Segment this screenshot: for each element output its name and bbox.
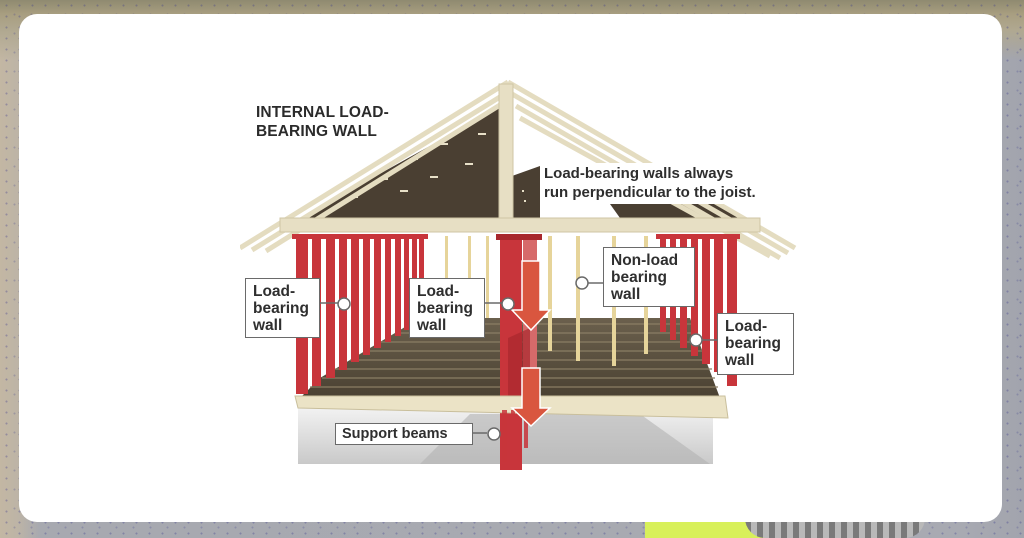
callout-right-load-bearing-wall: Load- bearing wall — [717, 313, 794, 375]
diagram-title: INTERNAL LOAD- BEARING WALL — [256, 103, 389, 141]
callout-line: wall — [725, 352, 755, 369]
down-arrow-icon — [510, 367, 552, 428]
support-beams — [502, 410, 528, 462]
framing-illustration — [240, 79, 797, 470]
title-line-1: INTERNAL LOAD- — [256, 104, 389, 121]
background-shirt — [745, 518, 925, 538]
callout-support-beams: Support beams — [335, 423, 473, 445]
background-vest — [645, 520, 765, 538]
callout-line: Load- — [253, 283, 296, 300]
callout-left-load-bearing-wall: Load- bearing wall — [245, 278, 320, 338]
callout-line: Support beams — [342, 426, 448, 442]
down-arrow-icon — [510, 260, 552, 332]
callout-pointer-icon — [320, 276, 717, 441]
callout-line: Non-load — [611, 252, 679, 269]
callout-line: bearing — [417, 300, 473, 317]
note-line-2: run perpendicular to the joist. — [544, 184, 756, 201]
callout-line: wall — [417, 317, 447, 334]
perpendicular-note: Load-bearing walls always run perpendicu… — [540, 163, 760, 204]
floor-rim-board — [294, 395, 729, 419]
callout-line: Load- — [725, 318, 768, 335]
callout-line: bearing — [253, 300, 309, 317]
note-line-1: Load-bearing walls always — [544, 165, 734, 182]
callout-line: wall — [253, 317, 283, 334]
callout-line: bearing — [611, 269, 667, 286]
callout-line: wall — [611, 286, 641, 303]
ceiling-beam — [279, 217, 761, 233]
callout-center-load-bearing-wall: Load- bearing wall — [409, 278, 485, 338]
callout-non-load-bearing-wall: Non-load bearing wall — [603, 247, 695, 307]
callout-line: Load- — [417, 283, 460, 300]
house-framing-diagram — [240, 78, 800, 470]
title-line-2: BEARING WALL — [256, 123, 377, 140]
callout-line: bearing — [725, 335, 781, 352]
